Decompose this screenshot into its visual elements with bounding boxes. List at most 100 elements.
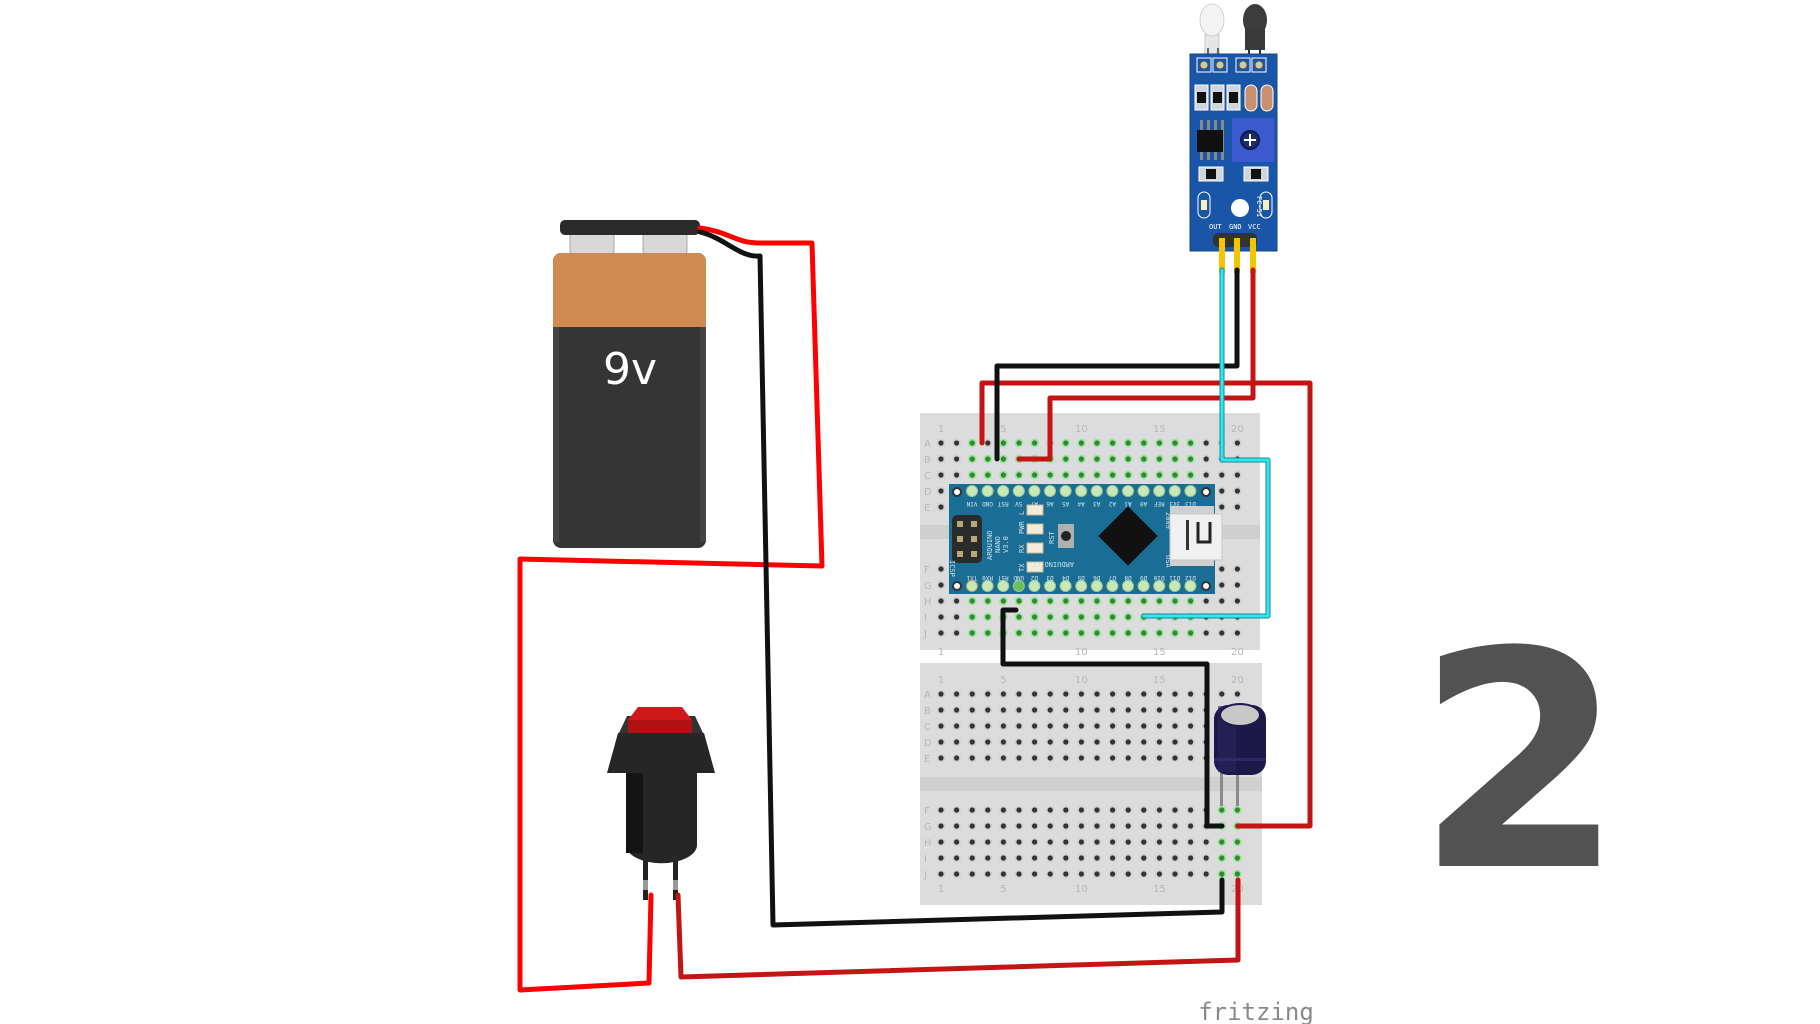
- breadboard-hole-center: [1172, 855, 1178, 861]
- nano-pin[interactable]: [1122, 485, 1134, 497]
- nano-mount-hole: [952, 487, 962, 497]
- smd-resistor-body: [1251, 169, 1261, 179]
- nano-pin[interactable]: [1122, 580, 1134, 592]
- nano-pin[interactable]: [1090, 485, 1103, 497]
- nano-pin[interactable]: [1106, 485, 1119, 497]
- nano-pin[interactable]: [1059, 580, 1072, 592]
- pushbutton-cap[interactable]: [628, 707, 692, 720]
- breadboard-hole-center: [1172, 871, 1178, 877]
- breadboard-hole-center: [1125, 755, 1131, 761]
- breadboard-hole-center: [1125, 739, 1131, 745]
- nano-pin[interactable]: [1153, 580, 1166, 592]
- breadboard-hole-center: [969, 440, 975, 446]
- wire-battery-positive[interactable]: [517, 225, 825, 993]
- nano-pin[interactable]: [1075, 485, 1088, 497]
- breadboard-hole-center: [969, 691, 975, 697]
- breadboard-hole-center: [1110, 707, 1116, 713]
- breadboard-hole-center: [938, 739, 944, 745]
- nano-pin[interactable]: [981, 485, 994, 497]
- mini-usb-port[interactable]: [1169, 513, 1223, 561]
- breadboard-hole-center: [985, 691, 991, 697]
- sensor-pads: [1194, 57, 1274, 219]
- nano-pin[interactable]: [981, 580, 994, 592]
- nano-mount-hole: [1201, 487, 1211, 497]
- nano-pin[interactable]: [1137, 580, 1150, 592]
- nano-pin[interactable]: [997, 580, 1010, 592]
- breadboard-hole-center: [954, 823, 960, 829]
- nano-pin[interactable]: [1044, 485, 1056, 497]
- nano-reset-button[interactable]: [1061, 531, 1071, 541]
- nano-pin[interactable]: [966, 580, 978, 592]
- breadboard-hole-center: [1094, 630, 1100, 636]
- led-leg: [1207, 48, 1209, 58]
- wire-pushbutton-to-breadboard[interactable]: [675, 877, 1241, 980]
- breadboard-hole-center: [1094, 598, 1100, 604]
- breadboard-hole-center: [1219, 630, 1225, 636]
- breadboard-hole-center: [1078, 839, 1084, 845]
- nano-pin[interactable]: [1028, 580, 1041, 592]
- nano-pin[interactable]: [1028, 485, 1041, 497]
- nano-pin[interactable]: [1059, 485, 1072, 497]
- nano-pin[interactable]: [966, 485, 978, 497]
- nano-pin[interactable]: [1044, 580, 1056, 592]
- wire-capacitor-to-vin[interactable]: [979, 380, 1313, 829]
- nano-led-pwr: [1026, 523, 1044, 535]
- breadboard-hole-center: [1047, 472, 1053, 478]
- pushbutton-cap-side[interactable]: [628, 720, 692, 733]
- wire-sensor-vcc[interactable]: [1016, 267, 1256, 462]
- wire-nano-gnd-to-capacitor[interactable]: [1000, 607, 1225, 829]
- ir-sensor-module[interactable]: FC-51 OUT GND VCC: [1189, 3, 1278, 273]
- nano-pin[interactable]: [1184, 485, 1197, 497]
- nano-pin[interactable]: [1075, 580, 1088, 592]
- breadboard-hole-center: [1063, 630, 1069, 636]
- nano-pin[interactable]: [997, 485, 1010, 497]
- icsp-pin: [971, 536, 977, 542]
- wire-battery-negative[interactable]: [697, 229, 1225, 928]
- breadboard-hole-center: [1172, 755, 1178, 761]
- breadboard-hole-center: [1156, 823, 1162, 829]
- nano-pin[interactable]: [1090, 580, 1103, 592]
- row-label: D: [924, 738, 932, 749]
- nano-mount-hole: [1201, 581, 1211, 591]
- breadboard-hole-center: [1219, 839, 1225, 845]
- nano-pin[interactable]: [1012, 580, 1025, 592]
- breadboard-hole-center: [1000, 871, 1007, 877]
- sensor-pin-out[interactable]: [1219, 238, 1225, 273]
- sensor-pin-vcc[interactable]: [1250, 238, 1256, 273]
- electrolytic-capacitor[interactable]: [1214, 703, 1266, 806]
- breadboard-hole-center: [1172, 598, 1178, 604]
- breadboard-hole-center: [1078, 691, 1084, 697]
- pushbutton[interactable]: [607, 707, 715, 900]
- nano-pin-label: A0: [1140, 500, 1148, 507]
- breadboard-hole-center: [1156, 871, 1162, 877]
- battery-9v[interactable]: 9v: [553, 220, 706, 548]
- nano-pin[interactable]: [1012, 485, 1025, 497]
- nano-pin[interactable]: [1137, 485, 1150, 497]
- breadboard-hole-center: [1234, 630, 1240, 636]
- nano-led-label: TX: [1018, 563, 1026, 572]
- breadboard-hole-center: [969, 598, 975, 604]
- column-label: 5: [1000, 675, 1006, 686]
- breadboard-hole-center: [1110, 755, 1116, 761]
- breadboard-hole-center: [1188, 630, 1194, 636]
- nano-pin[interactable]: [1168, 580, 1181, 592]
- breadboard-hole-center: [938, 456, 944, 462]
- breadboard-hole-center: [954, 456, 960, 462]
- nano-pin[interactable]: [1184, 580, 1197, 592]
- breadboard-hole-center: [1063, 807, 1069, 813]
- battery-copper-top: [553, 253, 706, 327]
- sensor-pin-gnd[interactable]: [1234, 238, 1240, 273]
- wire-sensor-gnd[interactable]: [994, 267, 1240, 462]
- breadboard-hole-center: [1094, 707, 1100, 713]
- breadboard-hole-center: [1125, 472, 1131, 478]
- breadboard-hole-center: [1000, 839, 1007, 845]
- nano-pin[interactable]: [1168, 485, 1181, 497]
- nano-pin[interactable]: [1153, 485, 1166, 497]
- nano-pin[interactable]: [1106, 580, 1119, 592]
- breadboard-hole-center: [1063, 472, 1069, 478]
- breadboard-hole-center: [1094, 691, 1100, 697]
